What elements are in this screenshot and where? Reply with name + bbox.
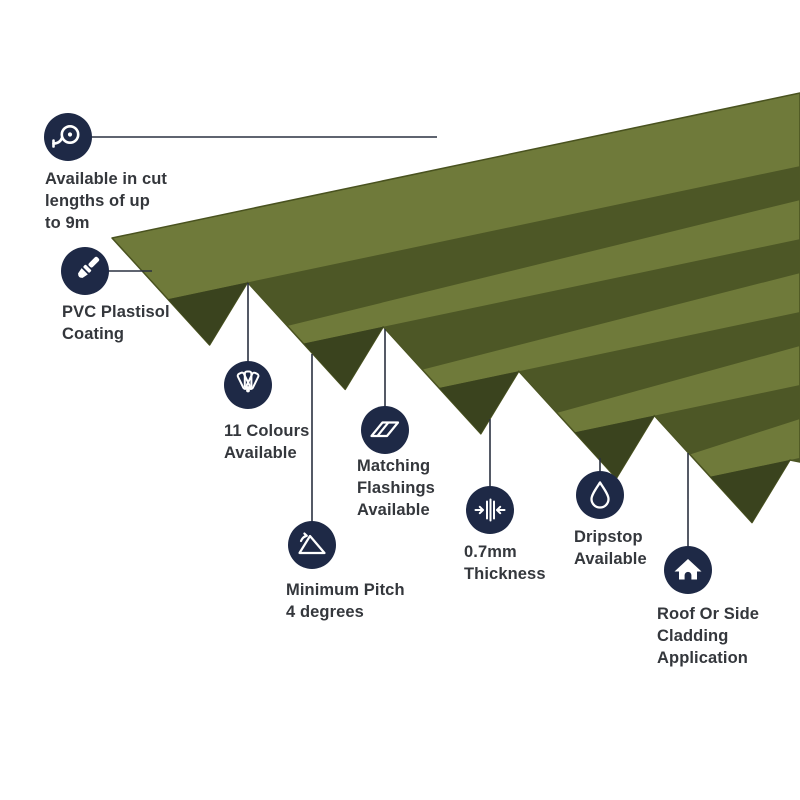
tape-measure-icon	[52, 125, 80, 148]
house-icon-badge	[664, 546, 712, 594]
flashing-sheet-icon-badge	[361, 406, 409, 454]
callout-lines	[91, 136, 689, 547]
label-line: Application	[657, 649, 748, 667]
label-line: Available in cut	[45, 170, 168, 188]
thickness-gauge-icon-badge	[466, 486, 514, 534]
label-line: PVC Plastisol	[62, 303, 170, 321]
pitch-angle-icon	[298, 532, 326, 555]
label-line: Available	[357, 501, 430, 519]
feature-label-cut-lengths: Available in cut lengths of up to 9m	[45, 168, 167, 234]
pitch-angle-icon-badge	[288, 521, 336, 569]
feature-label-thickness: 0.7mm Thickness	[464, 541, 546, 585]
house-icon	[674, 559, 702, 580]
feature-label-pitch: Minimum Pitch 4 degrees	[286, 579, 405, 623]
label-line: 11 Colours	[224, 422, 310, 440]
droplet-icon-badge	[576, 471, 624, 519]
feature-label-pvc-coating: PVC Plastisol Coating	[62, 301, 170, 345]
feature-label-flashings: Matching Flashings Available	[357, 455, 435, 521]
flashing-sheet-icon	[370, 421, 400, 438]
colour-fan-icon	[236, 370, 260, 393]
droplet-icon	[590, 481, 610, 509]
front-notch	[167, 282, 248, 345]
paint-brush-icon	[78, 256, 100, 278]
feature-label-dripstop: Dripstop Available	[574, 526, 647, 570]
front-notch	[574, 415, 655, 479]
feature-label-cladding: Roof Or Side Cladding Application	[657, 603, 759, 669]
groove-band	[167, 166, 800, 345]
tape-measure-icon-badge	[44, 113, 92, 161]
paint-brush-icon-badge	[61, 247, 109, 295]
label-line: Available	[574, 550, 647, 568]
front-notch	[303, 326, 384, 390]
thickness-gauge-icon	[474, 498, 506, 522]
label-line: Roof Or Side	[657, 605, 760, 623]
label-line: Thickness	[464, 565, 546, 583]
label-line: lengths of up	[45, 192, 150, 210]
label-line: to 9m	[45, 214, 90, 232]
label-line: Minimum Pitch	[286, 581, 405, 599]
groove-band	[303, 239, 800, 390]
label-line: 0.7mm	[464, 543, 517, 561]
front-notch	[710, 460, 790, 523]
feature-label-colours: 11 Colours Available	[224, 420, 309, 464]
colour-fan-icon-badge	[224, 361, 272, 409]
label-line: Flashings	[357, 479, 435, 497]
label-line: Matching	[357, 457, 431, 475]
label-line: Coating	[62, 325, 125, 343]
label-line: Cladding	[657, 627, 729, 645]
label-line: Available	[224, 444, 297, 462]
front-notch	[439, 371, 519, 434]
label-line: 4 degrees	[286, 603, 364, 621]
label-line: Dripstop	[574, 528, 643, 546]
sheet-groove-bands	[167, 166, 800, 523]
